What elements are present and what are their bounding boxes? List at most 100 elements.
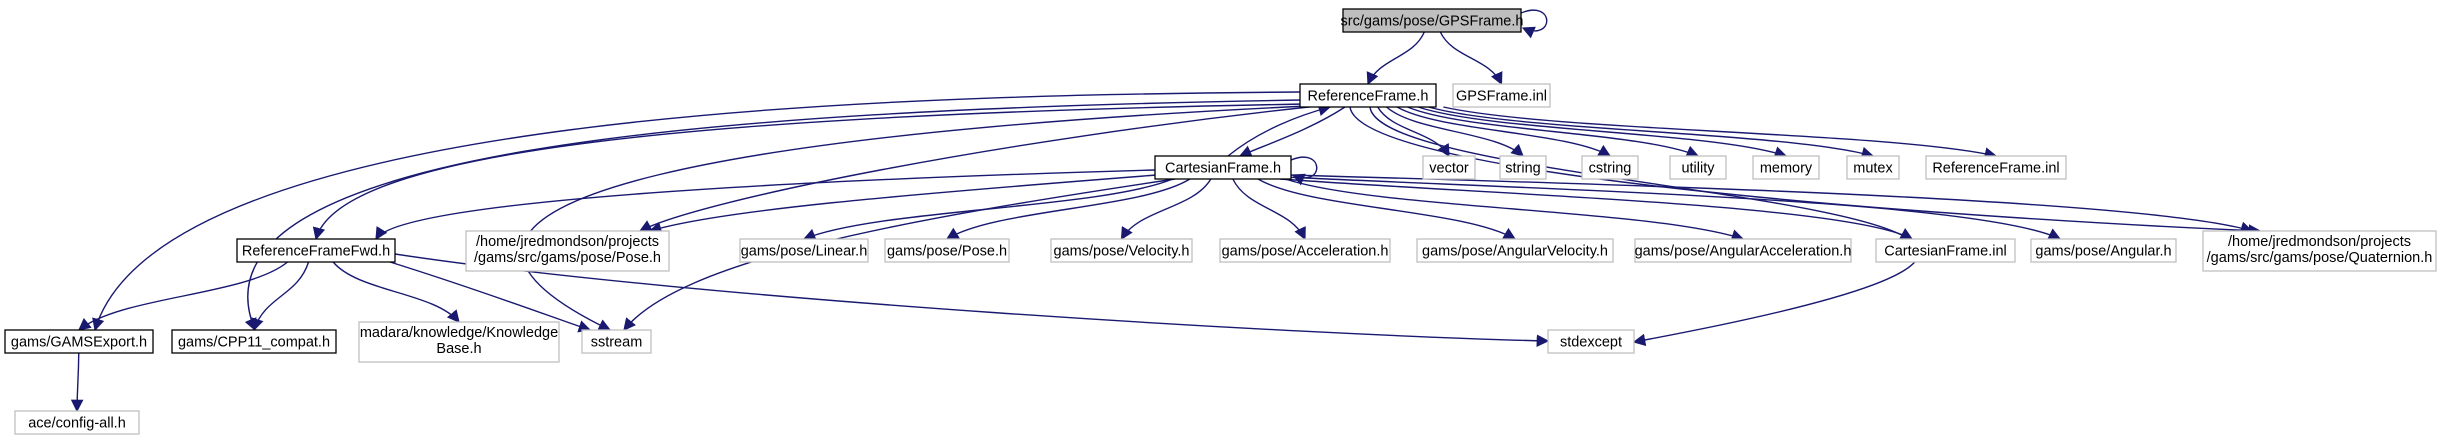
node-label-angacc: gams/pose/AngularAcceleration.h — [1635, 244, 1852, 260]
node-box-quaternion — [2202, 230, 2437, 272]
node-cpp11[interactable]: gams/CPP11_compat.h — [171, 329, 337, 354]
edge-gpsframe-to-refframe — [1366, 31, 1425, 86]
edge-refframefwd-to-stdexcept — [394, 253, 1550, 348]
edge-refframe-to-mutex — [1428, 106, 1875, 160]
node-box-cpp11 — [171, 329, 337, 354]
edge-cartesian-to-angvel — [1257, 178, 1517, 240]
edge-refframe-to-memory — [1417, 106, 1788, 159]
node-cartesian_inl: CartesianFrame.inl — [1875, 238, 2016, 263]
node-label-refframe_inl: ReferenceFrame.inl — [1932, 161, 2059, 177]
node-label-cartesian: CartesianFrame.h — [1165, 161, 1281, 177]
node-vector: vector — [1422, 155, 1476, 180]
node-label-angvel: gams/pose/AngularVelocity.h — [1422, 244, 1608, 260]
edge-cartesian-to-angular — [1284, 176, 2062, 240]
node-box-utility — [1669, 155, 1727, 180]
node-label-cstring: cstring — [1589, 161, 1632, 177]
edge-gamsexport-to-aceconfig — [70, 352, 84, 413]
node-box-cstring — [1581, 155, 1639, 180]
edge-refframefwd-to-cpp11 — [251, 261, 310, 332]
node-cartesian[interactable]: CartesianFrame.h — [1154, 155, 1292, 180]
node-gpsframe_inl: GPSFrame.inl — [1452, 83, 1551, 108]
edge-refframe-to-vector — [1377, 106, 1450, 158]
node-box-sstream — [581, 329, 652, 354]
node-box-angular — [2030, 238, 2177, 263]
node-pose: gams/pose/Pose.h — [884, 238, 1010, 263]
node-label-kb-line1: madara/knowledge/Knowledge — [360, 325, 558, 341]
node-box-gpsframe — [1342, 8, 1522, 33]
node-refframefwd[interactable]: ReferenceFrameFwd.h — [236, 238, 396, 263]
node-sstream: sstream — [581, 329, 652, 354]
node-label-acceleration: gams/pose/Acceleration.h — [1222, 244, 1389, 260]
node-box-angacc — [1634, 238, 1852, 263]
node-refframe[interactable]: ReferenceFrame.h — [1299, 83, 1437, 108]
edge-cartesian-to-quaternion — [1287, 174, 2254, 234]
node-label-quaternion-line2: /gams/src/gams/pose/Quaternion.h — [2207, 250, 2433, 266]
edge-refframefwd-to-gamsexport — [78, 261, 289, 331]
node-box-gpsframe_inl — [1452, 83, 1551, 108]
edge-refframe-to-pose_abs — [638, 105, 1319, 232]
edge-cartesian-to-pose_abs — [648, 174, 1158, 234]
node-linear: gams/pose/Linear.h — [739, 238, 869, 263]
node-cstring: cstring — [1581, 155, 1639, 180]
node-box-angvel — [1416, 238, 1614, 263]
node-gamsexport[interactable]: gams/GAMSExport.h — [4, 329, 154, 354]
edge-cartesian-to-refframe — [1227, 103, 1332, 157]
node-box-velocity — [1050, 238, 1193, 263]
edge-cartesian-to-acceleration — [1232, 178, 1306, 241]
node-gpsframe[interactable]: src/gams/pose/GPSFrame.h — [1341, 8, 1524, 33]
node-box-string — [1499, 155, 1547, 180]
node-label-pose_abs-line1: /home/jredmondson/projects — [476, 234, 659, 250]
node-box-linear — [739, 238, 869, 263]
node-box-memory — [1752, 155, 1820, 180]
node-angvel: gams/pose/AngularVelocity.h — [1416, 238, 1614, 263]
edge-refframe-to-quaternion — [1349, 106, 2262, 237]
node-box-refframe_inl — [1925, 155, 2067, 180]
edge-cartesian-to-pose — [945, 178, 1191, 240]
node-box-pose — [884, 238, 1010, 263]
node-string: string — [1499, 155, 1547, 180]
node-box-vector — [1422, 155, 1476, 180]
edge-refframe-to-sstream — [521, 105, 1309, 331]
edge-refframe-to-refframe_inl — [1443, 106, 1998, 160]
node-refframe_inl: ReferenceFrame.inl — [1925, 155, 2067, 180]
node-utility: utility — [1669, 155, 1727, 180]
node-acceleration: gams/pose/Acceleration.h — [1219, 238, 1391, 263]
edge-refframe-to-utility — [1407, 106, 1700, 158]
edge-cartesian-to-refframefwd — [375, 169, 1156, 241]
node-label-cartesian_inl: CartesianFrame.inl — [1884, 244, 2007, 260]
node-memory: memory — [1752, 155, 1820, 180]
edge-gpsframe-to-gpsframe — [1520, 9, 1548, 39]
edge-refframe-to-cstring — [1396, 106, 1612, 157]
node-box-acceleration — [1219, 238, 1391, 263]
node-angular: gams/pose/Angular.h — [2030, 238, 2177, 263]
node-quaternion: /home/jredmondson/projects/gams/src/gams… — [2202, 230, 2437, 272]
node-label-sstream: sstream — [591, 335, 643, 351]
node-box-aceconfig — [14, 410, 140, 435]
node-box-pose_abs — [465, 230, 670, 272]
edge-cartesian-to-cartesian_inl — [1279, 178, 1914, 240]
node-stdexcept: stdexcept — [1547, 329, 1635, 354]
node-mutex: mutex — [1846, 155, 1900, 180]
node-velocity: gams/pose/Velocity.h — [1050, 238, 1193, 263]
node-box-stdexcept — [1547, 329, 1635, 354]
node-label-refframefwd: ReferenceFrameFwd.h — [242, 244, 390, 260]
node-label-memory: memory — [1760, 161, 1813, 177]
edge-refframefwd-to-kb — [332, 261, 460, 323]
node-label-velocity: gams/pose/Velocity.h — [1054, 244, 1190, 260]
node-label-vector: vector — [1429, 161, 1469, 177]
node-label-aceconfig: ace/config-all.h — [28, 416, 126, 432]
edge-refframe-to-cartesian — [1238, 106, 1346, 158]
edges-layer — [70, 9, 2262, 413]
edge-refframe-to-gamsexport — [92, 91, 1301, 332]
node-box-gamsexport — [4, 329, 154, 354]
node-label-cpp11: gams/CPP11_compat.h — [178, 335, 330, 351]
nodes-layer: src/gams/pose/GPSFrame.hReferenceFrame.h… — [4, 8, 2437, 435]
node-box-cartesian_inl — [1875, 238, 2016, 263]
edge-gpsframe-to-gpsframe_inl — [1439, 31, 1503, 86]
node-label-kb-line2: Base.h — [436, 341, 481, 357]
node-label-gamsexport: gams/GAMSExport.h — [11, 335, 147, 351]
node-label-pose_abs-line2: /gams/src/gams/pose/Pose.h — [474, 250, 661, 266]
node-label-utility: utility — [1681, 161, 1715, 177]
